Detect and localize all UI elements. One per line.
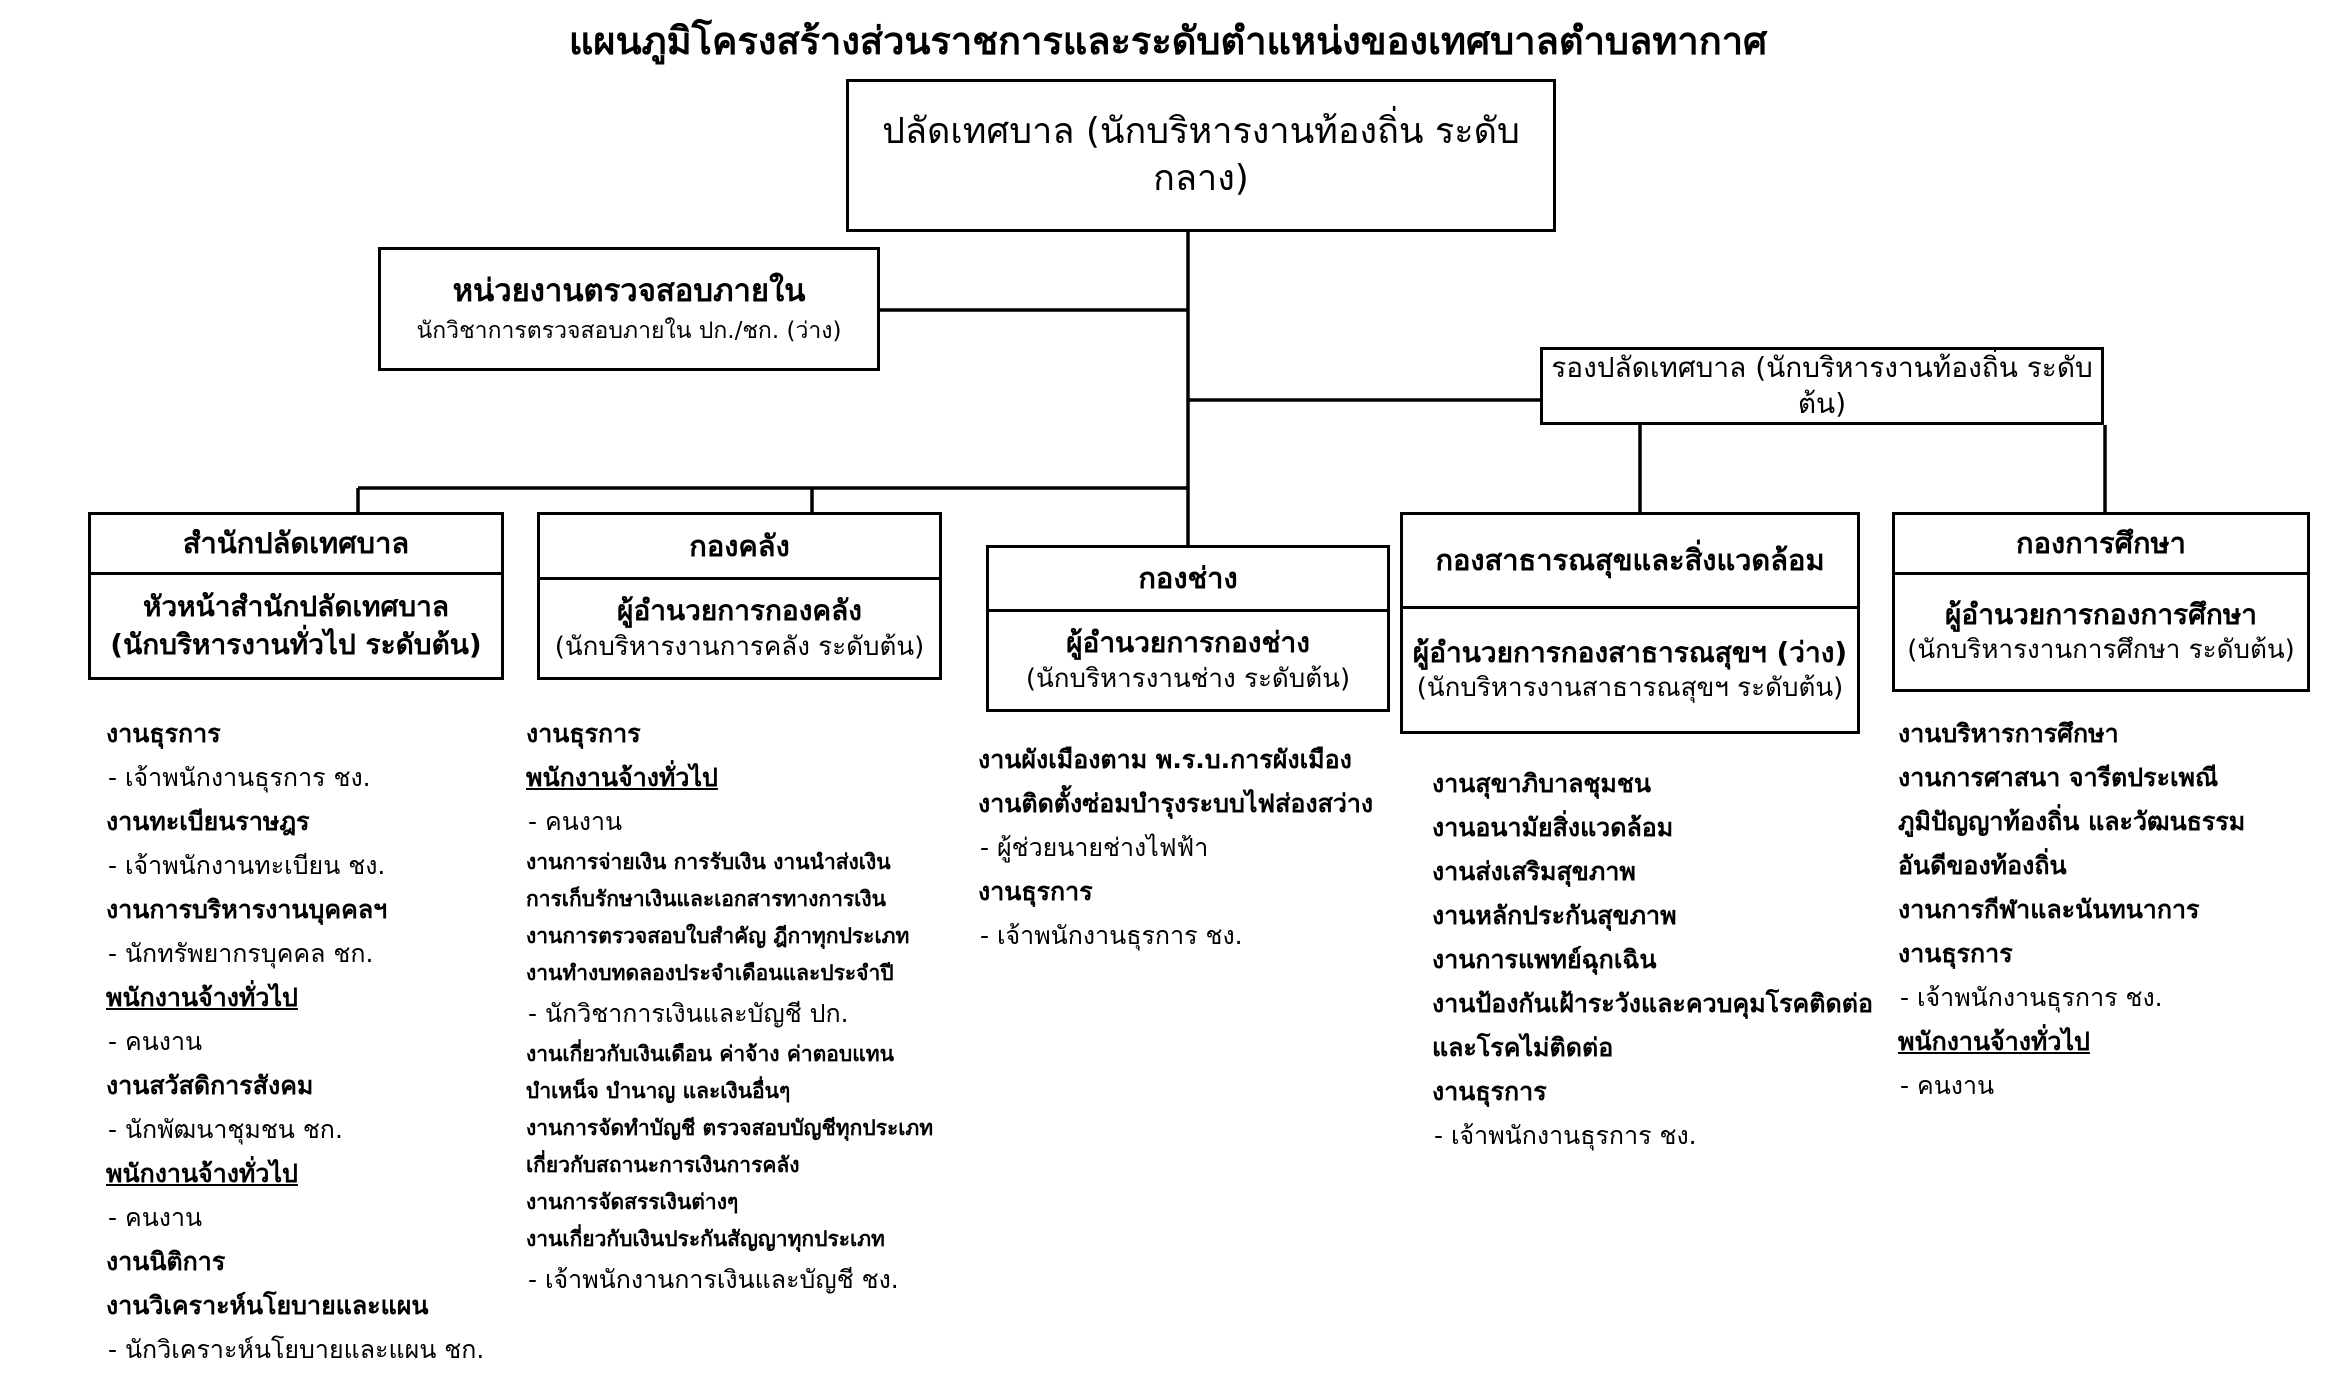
- position-item: - คนงาน: [108, 1027, 203, 1056]
- duty-item: งานติดตั้งซ่อมบำรุงระบบไฟส่องสว่าง: [978, 789, 1374, 818]
- duty-item: งานธุรการ: [526, 719, 641, 748]
- duty-item: งานสุขาภิบาลชุมชน: [1432, 769, 1651, 798]
- duty-list-public-health: งานสุขาภิบาลชุมชนงานอนามัยสิ่งแวดล้อมงาน…: [1432, 762, 1873, 1158]
- dept-box-public-health: กองสาธารณสุขและสิ่งแวดล้อม ผู้อำนวยการกอ…: [1400, 512, 1860, 734]
- audit-subtitle: นักวิชาการตรวจสอบภายใน ปก./ชก. (ว่าง): [416, 318, 842, 345]
- position-item: - เจ้าพนักงานการเงินและบัญชี ชง.: [528, 1265, 899, 1294]
- duty-item: งานเกี่ยวกับเงินประกันสัญญาทุกประเภท: [526, 1227, 885, 1251]
- duty-item: เกี่ยวกับสถานะการเงินการคลัง: [526, 1153, 800, 1177]
- deputy-label: รองปลัดเทศบาล (นักบริหารงานท้องถิ่น ระดั…: [1551, 350, 2093, 420]
- duty-item: งานสวัสดิการสังคม: [106, 1071, 314, 1100]
- position-item: - นักทรัพยากรบุคคล ชก.: [108, 939, 374, 968]
- audit-title: หน่วยงานตรวจสอบภายใน: [452, 272, 806, 309]
- duty-item: งานการจัดทำบัญชี ตรวจสอบบัญชีทุกประเภท: [526, 1116, 934, 1140]
- duty-item: งานหลักประกันสุขภาพ: [1432, 901, 1677, 930]
- dept-level: (นักบริหารงานการคลัง ระดับต้น): [554, 631, 925, 662]
- duty-item: งานการจัดสรรเงินต่างๆ: [526, 1190, 739, 1214]
- position-item: - เจ้าพนักงานทะเบียน ชง.: [108, 851, 386, 880]
- clerk-label: ปลัดเทศบาล (นักบริหารงานท้องถิ่น ระดับกล…: [882, 110, 1520, 199]
- position-item: - นักวิเคราะห์นโยบายและแผน ชก.: [108, 1335, 485, 1364]
- dept-director: ผู้อำนวยการกองสาธารณสุขฯ (ว่าง): [1412, 635, 1848, 669]
- duty-item: งานบริหารการศึกษา: [1898, 719, 2119, 748]
- staff-heading: พนักงานจ้างทั่วไป: [106, 1159, 298, 1188]
- dept-box-office: สำนักปลัดเทศบาล หัวหน้าสำนักปลัดเทศบาล (…: [88, 512, 504, 680]
- audit-box: หน่วยงานตรวจสอบภายใน นักวิชาการตรวจสอบภา…: [378, 247, 880, 371]
- duty-item: และโรคไม่ติดต่อ: [1432, 1033, 1614, 1062]
- duty-item: งานการบริหารงานบุคคลฯ: [106, 895, 388, 924]
- duty-item: งานผังเมืองตาม พ.ร.บ.การผังเมือง: [978, 745, 1352, 774]
- duty-item: งานการจ่ายเงิน การรับเงิน งานนำส่งเงิน: [526, 850, 891, 874]
- dept-director: หัวหน้าสำนักปลัดเทศบาล: [143, 590, 449, 624]
- duty-item: อันดีของท้องถิ่น: [1898, 851, 2067, 880]
- position-item: - คนงาน: [108, 1203, 203, 1232]
- duty-item: การเก็บรักษาเงินและเอกสารทางการเงิน: [526, 887, 886, 911]
- duty-list-engineering: งานผังเมืองตาม พ.ร.บ.การผังเมืองงานติดตั…: [978, 738, 1373, 958]
- duty-item: งานการตรวจสอบใบสำคัญ ฎีกาทุกประเภท: [526, 924, 910, 948]
- duty-item: งานธุรการ: [1898, 939, 2013, 968]
- duty-item: งานการกีฬาและนันทนาการ: [1898, 895, 2200, 924]
- duty-item: บำเหน็จ บำนาญ และเงินอื่นๆ: [526, 1079, 791, 1103]
- duty-item: งานทำงบทดลองประจำเดือนและประจำปี: [526, 961, 894, 985]
- deputy-box: รองปลัดเทศบาล (นักบริหารงานท้องถิ่น ระดั…: [1540, 347, 2104, 425]
- dept-box-engineering: กองช่าง ผู้อำนวยการกองช่าง (นักบริหารงาน…: [986, 545, 1390, 712]
- dept-box-education: กองการศึกษา ผู้อำนวยการกองการศึกษา (นักบ…: [1892, 512, 2310, 692]
- dept-name: กองช่าง: [989, 548, 1387, 612]
- staff-heading: พนักงานจ้างทั่วไป: [106, 983, 298, 1012]
- dept-director: ผู้อำนวยการกองคลัง: [617, 594, 862, 628]
- position-item: - เจ้าพนักงานธุรการ ชง.: [980, 921, 1243, 950]
- duty-item: งานเกี่ยวกับเงินเดือน ค่าจ้าง ค่าตอบแทน: [526, 1042, 894, 1066]
- duty-list-office: งานธุรการ - เจ้าพนักงานธุรการ ชง. งานทะเบี…: [106, 712, 484, 1372]
- duty-item: งานการศาสนา จารีตประเพณี: [1898, 763, 2219, 792]
- dept-level: (นักบริหารงานช่าง ระดับต้น): [1025, 663, 1351, 694]
- dept-level: (นักบริหารงานสาธารณสุขฯ ระดับต้น): [1416, 673, 1844, 704]
- dept-name: สำนักปลัดเทศบาล: [91, 515, 501, 575]
- staff-heading: พนักงานจ้างทั่วไป: [526, 763, 718, 792]
- dept-director: ผู้อำนวยการกองการศึกษา: [1945, 597, 2257, 631]
- dept-name: กองการศึกษา: [1895, 515, 2307, 575]
- position-item: - เจ้าพนักงานธุรการ ชง.: [108, 763, 371, 792]
- dept-box-finance: กองคลัง ผู้อำนวยการกองคลัง (นักบริหารงาน…: [537, 512, 942, 680]
- position-item: - ผู้ช่วยนายช่างไฟฟ้า: [980, 833, 1209, 862]
- position-item: - คนงาน: [1900, 1071, 1995, 1100]
- duty-list-finance: งานธุรการพนักงานจ้างทั่วไป - คนงานงานการจ…: [526, 712, 933, 1302]
- duty-item: งานทะเบียนราษฎร: [106, 807, 310, 836]
- dept-director: ผู้อำนวยการกองช่าง: [1066, 626, 1310, 660]
- position-item: - เจ้าพนักงานธุรการ ชง.: [1900, 983, 2163, 1012]
- duty-item: ภูมิปัญญาท้องถิ่น และวัฒนธรรม: [1898, 807, 2246, 836]
- dept-level: (นักบริหารงานทั่วไป ระดับต้น): [110, 628, 482, 661]
- duty-item: งานการแพทย์ฉุกเฉิน: [1432, 945, 1657, 974]
- dept-name: กองคลัง: [540, 515, 939, 580]
- chart-title: แผนภูมิโครงสร้างส่วนราชการและระดับตำแหน่…: [568, 19, 1768, 63]
- dept-level: (นักบริหารงานการศึกษา ระดับต้น): [1907, 635, 2295, 666]
- duty-list-education: งานบริหารการศึกษางานการศาสนา จารีตประเพณ…: [1898, 712, 2245, 1108]
- staff-heading: พนักงานจ้างทั่วไป: [1898, 1027, 2090, 1056]
- position-item: - เจ้าพนักงานธุรการ ชง.: [1434, 1121, 1697, 1150]
- duty-item: งานอนามัยสิ่งแวดล้อม: [1432, 813, 1674, 842]
- duty-item: งานป้องกันเฝ้าระวังและควบคุมโรคติดต่อ: [1432, 989, 1873, 1018]
- duty-item: งานวิเคราะห์นโยบายและแผน: [106, 1291, 429, 1320]
- duty-item: งานนิติการ: [106, 1247, 226, 1276]
- position-item: - นักวิชาการเงินและบัญชี ปก.: [528, 999, 849, 1028]
- duty-item: งานส่งเสริมสุขภาพ: [1432, 857, 1636, 886]
- duty-item: งานธุรการ: [1432, 1077, 1547, 1106]
- position-item: - คนงาน: [528, 807, 623, 836]
- duty-item: งานธุรการ: [978, 877, 1093, 906]
- duty-item: งานธุรการ: [106, 719, 221, 748]
- position-item: - นักพัฒนาชุมชน ชก.: [108, 1115, 343, 1144]
- dept-name: กองสาธารณสุขและสิ่งแวดล้อม: [1403, 515, 1857, 609]
- clerk-box: ปลัดเทศบาล (นักบริหารงานท้องถิ่น ระดับกล…: [846, 79, 1556, 232]
